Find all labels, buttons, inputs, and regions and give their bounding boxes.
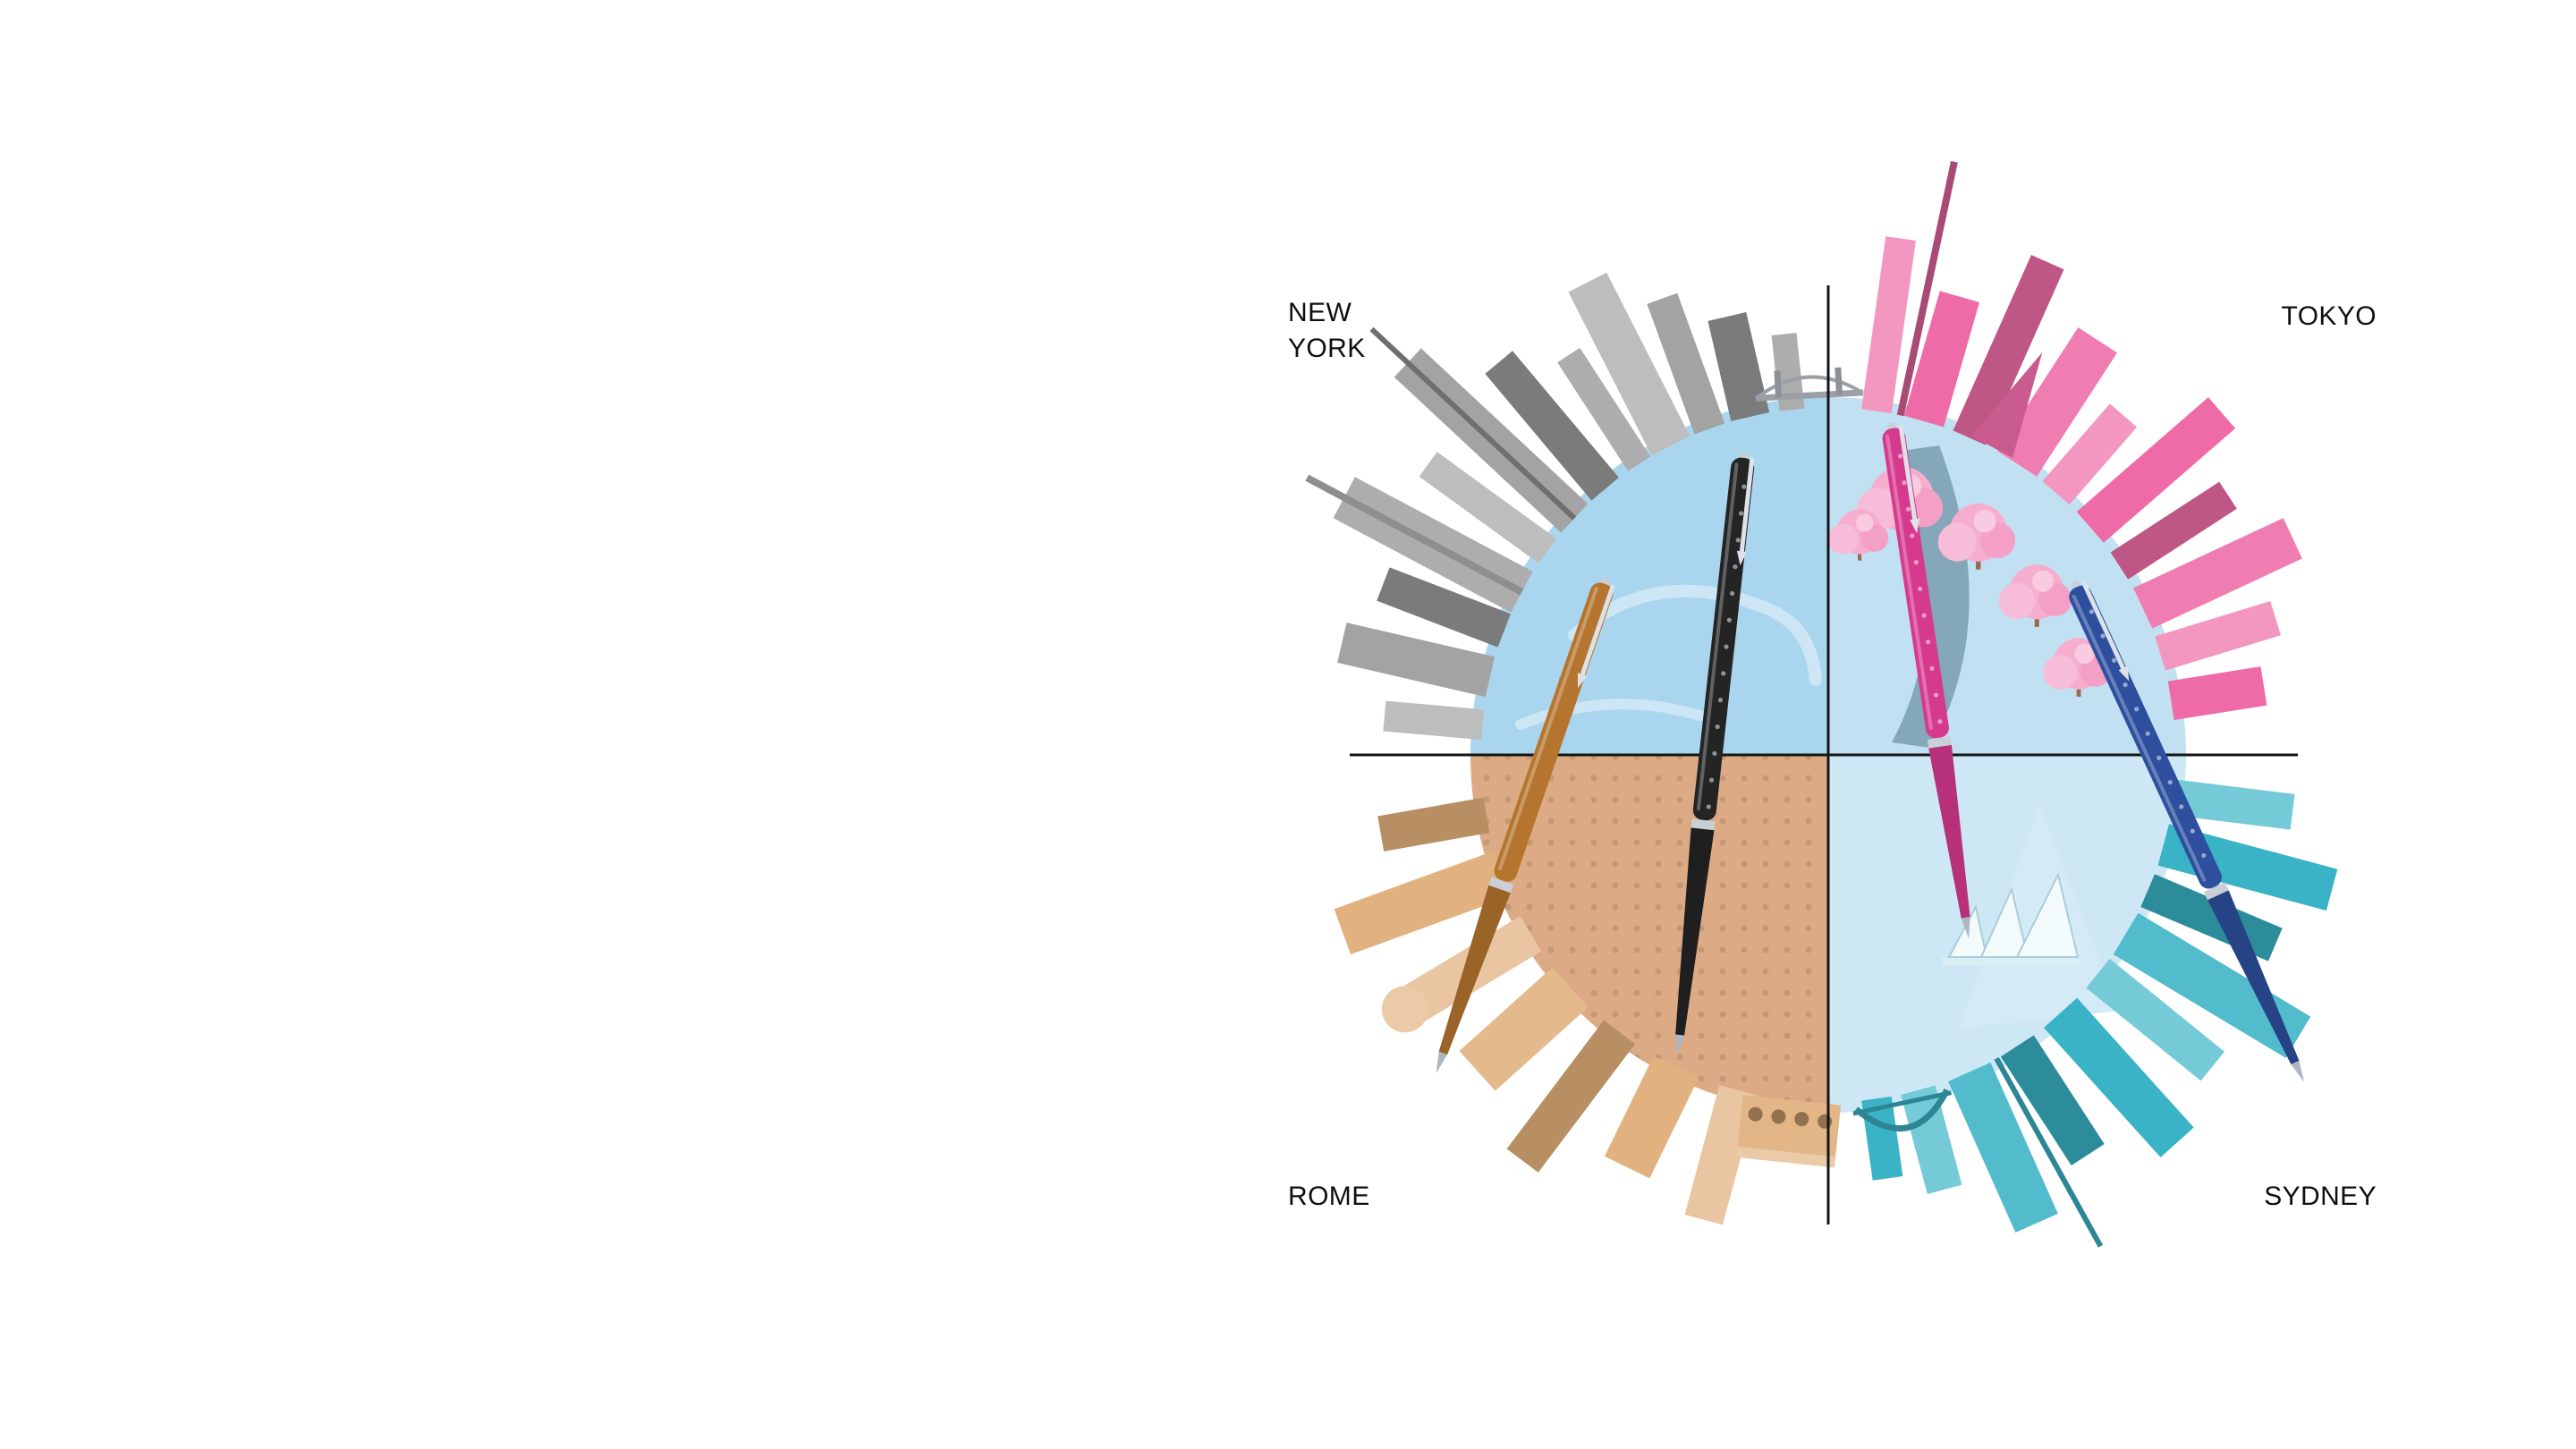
building	[1953, 254, 2064, 445]
tokyo-tower	[1971, 352, 2043, 458]
map-river	[1892, 445, 1970, 748]
building	[1604, 1055, 1699, 1179]
blue-pen	[2069, 580, 2304, 1082]
building	[2110, 481, 2237, 580]
building	[1707, 311, 1770, 421]
building	[1903, 291, 1980, 428]
building	[1377, 797, 1490, 852]
building	[1861, 236, 1916, 414]
map-squiggle	[1515, 699, 1705, 730]
building	[1948, 1062, 2058, 1233]
quadrant-label-new-york: NEW YORK	[1288, 298, 1366, 363]
pens	[1436, 422, 2304, 1082]
building	[1994, 1056, 2104, 1248]
map-squiggle	[1568, 584, 1822, 686]
building	[2044, 997, 2194, 1157]
building	[2170, 779, 2295, 830]
building	[1337, 623, 1496, 698]
building	[1557, 347, 1651, 471]
quadrant-label-rome: ROME	[1288, 1182, 1370, 1211]
rome-dome	[1381, 986, 1428, 1033]
building	[1459, 967, 1589, 1091]
rome-texture	[1470, 755, 1828, 1113]
building	[1997, 327, 2117, 477]
building	[1419, 452, 1557, 564]
cherry-tree	[1828, 509, 1889, 561]
quadrant-label-sydney: SYDNEY	[2264, 1182, 2377, 1211]
city-skylines	[1305, 160, 2338, 1248]
building	[2113, 912, 2311, 1058]
building	[2076, 397, 2236, 543]
building	[2167, 666, 2267, 721]
colosseum	[1736, 1095, 1842, 1168]
quadrant-label-tokyo: TOKYO	[2281, 301, 2377, 331]
building	[1383, 700, 1484, 741]
building	[2086, 958, 2224, 1081]
building	[1369, 326, 1577, 521]
building	[2155, 600, 2281, 671]
building	[1684, 1085, 1758, 1225]
building	[1568, 272, 1690, 456]
building	[1901, 1085, 1962, 1195]
black-pen	[1675, 452, 1755, 1056]
building	[1334, 851, 1511, 955]
building	[2000, 1035, 2105, 1165]
sydney-bridge	[1852, 1088, 1953, 1132]
building	[1506, 1020, 1636, 1173]
cherry-tree	[2043, 638, 2112, 697]
building	[1647, 292, 1725, 435]
cherry-tree	[1998, 564, 2072, 627]
building	[1305, 474, 1524, 596]
building	[1896, 160, 1958, 417]
quadrant-dividers	[1350, 285, 2298, 1224]
building	[1485, 351, 1619, 501]
cherry-tree	[1937, 503, 2016, 570]
gold-pen	[1436, 578, 1615, 1074]
building	[1377, 567, 1511, 648]
pink-pen	[1882, 422, 1970, 939]
building	[2042, 403, 2138, 505]
ny-bridge	[1754, 367, 1864, 402]
building	[2133, 518, 2302, 629]
